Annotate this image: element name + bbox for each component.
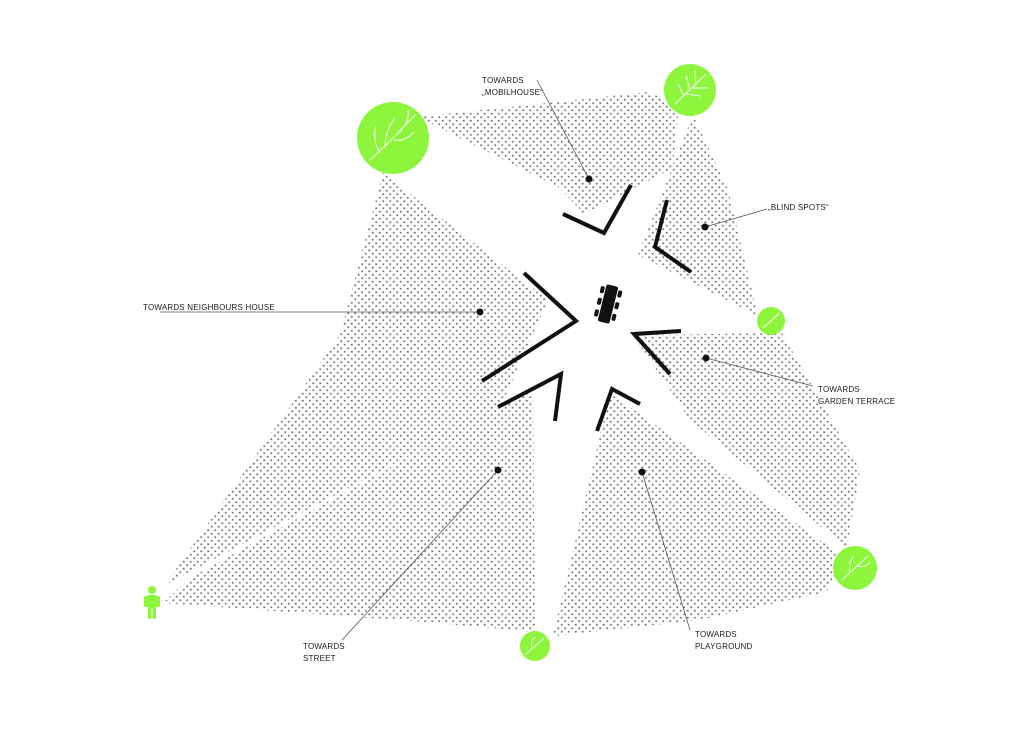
marker-dot	[702, 354, 710, 362]
wall-east	[629, 329, 682, 376]
tree-icon	[757, 307, 785, 335]
tree-icon	[833, 546, 877, 590]
wall-south-west	[497, 370, 564, 422]
dining-table-icon	[594, 284, 623, 324]
tree-icon	[520, 631, 550, 661]
stipple-field-southwest	[163, 388, 535, 632]
wall-north-east	[652, 199, 693, 274]
labels: TOWARDS „MOBILHOUSE“ „BLIND SPOTS“ TOWAR…	[143, 76, 895, 663]
walls	[480, 184, 693, 432]
leaders	[160, 79, 814, 641]
label-blind-spots: „BLIND SPOTS“	[768, 203, 829, 212]
wall-north-west	[562, 184, 633, 236]
tree-icon	[357, 102, 429, 174]
stipple-field-west	[165, 173, 548, 585]
person-icon	[144, 586, 160, 619]
marker-dot	[585, 175, 593, 183]
marker-dot	[638, 468, 646, 476]
label-towards-playground: TOWARDS PLAYGROUND	[695, 630, 752, 651]
marker-dot	[494, 466, 502, 474]
wall-west	[480, 271, 580, 383]
label-towards-street: TOWARDS STREET	[303, 642, 347, 663]
marker-dot	[476, 308, 484, 316]
view-fields	[163, 92, 860, 636]
marker-dot	[701, 223, 709, 231]
stipple-field-south	[553, 393, 848, 636]
stipple-field-north	[418, 92, 678, 214]
tree-icon	[664, 64, 716, 116]
wall-south	[595, 386, 641, 432]
label-towards-garden-terrace: TOWARDS GARDEN TERRACE	[818, 385, 895, 406]
stipple-field-east	[638, 115, 758, 316]
trees	[357, 64, 877, 661]
stipple-field-southeast	[633, 333, 860, 548]
label-towards-mobilhouse: TOWARDS „MOBILHOUSE“	[482, 76, 543, 97]
label-towards-neighbours-house: TOWARDS NEIGHBOURS HOUSE	[143, 303, 275, 312]
